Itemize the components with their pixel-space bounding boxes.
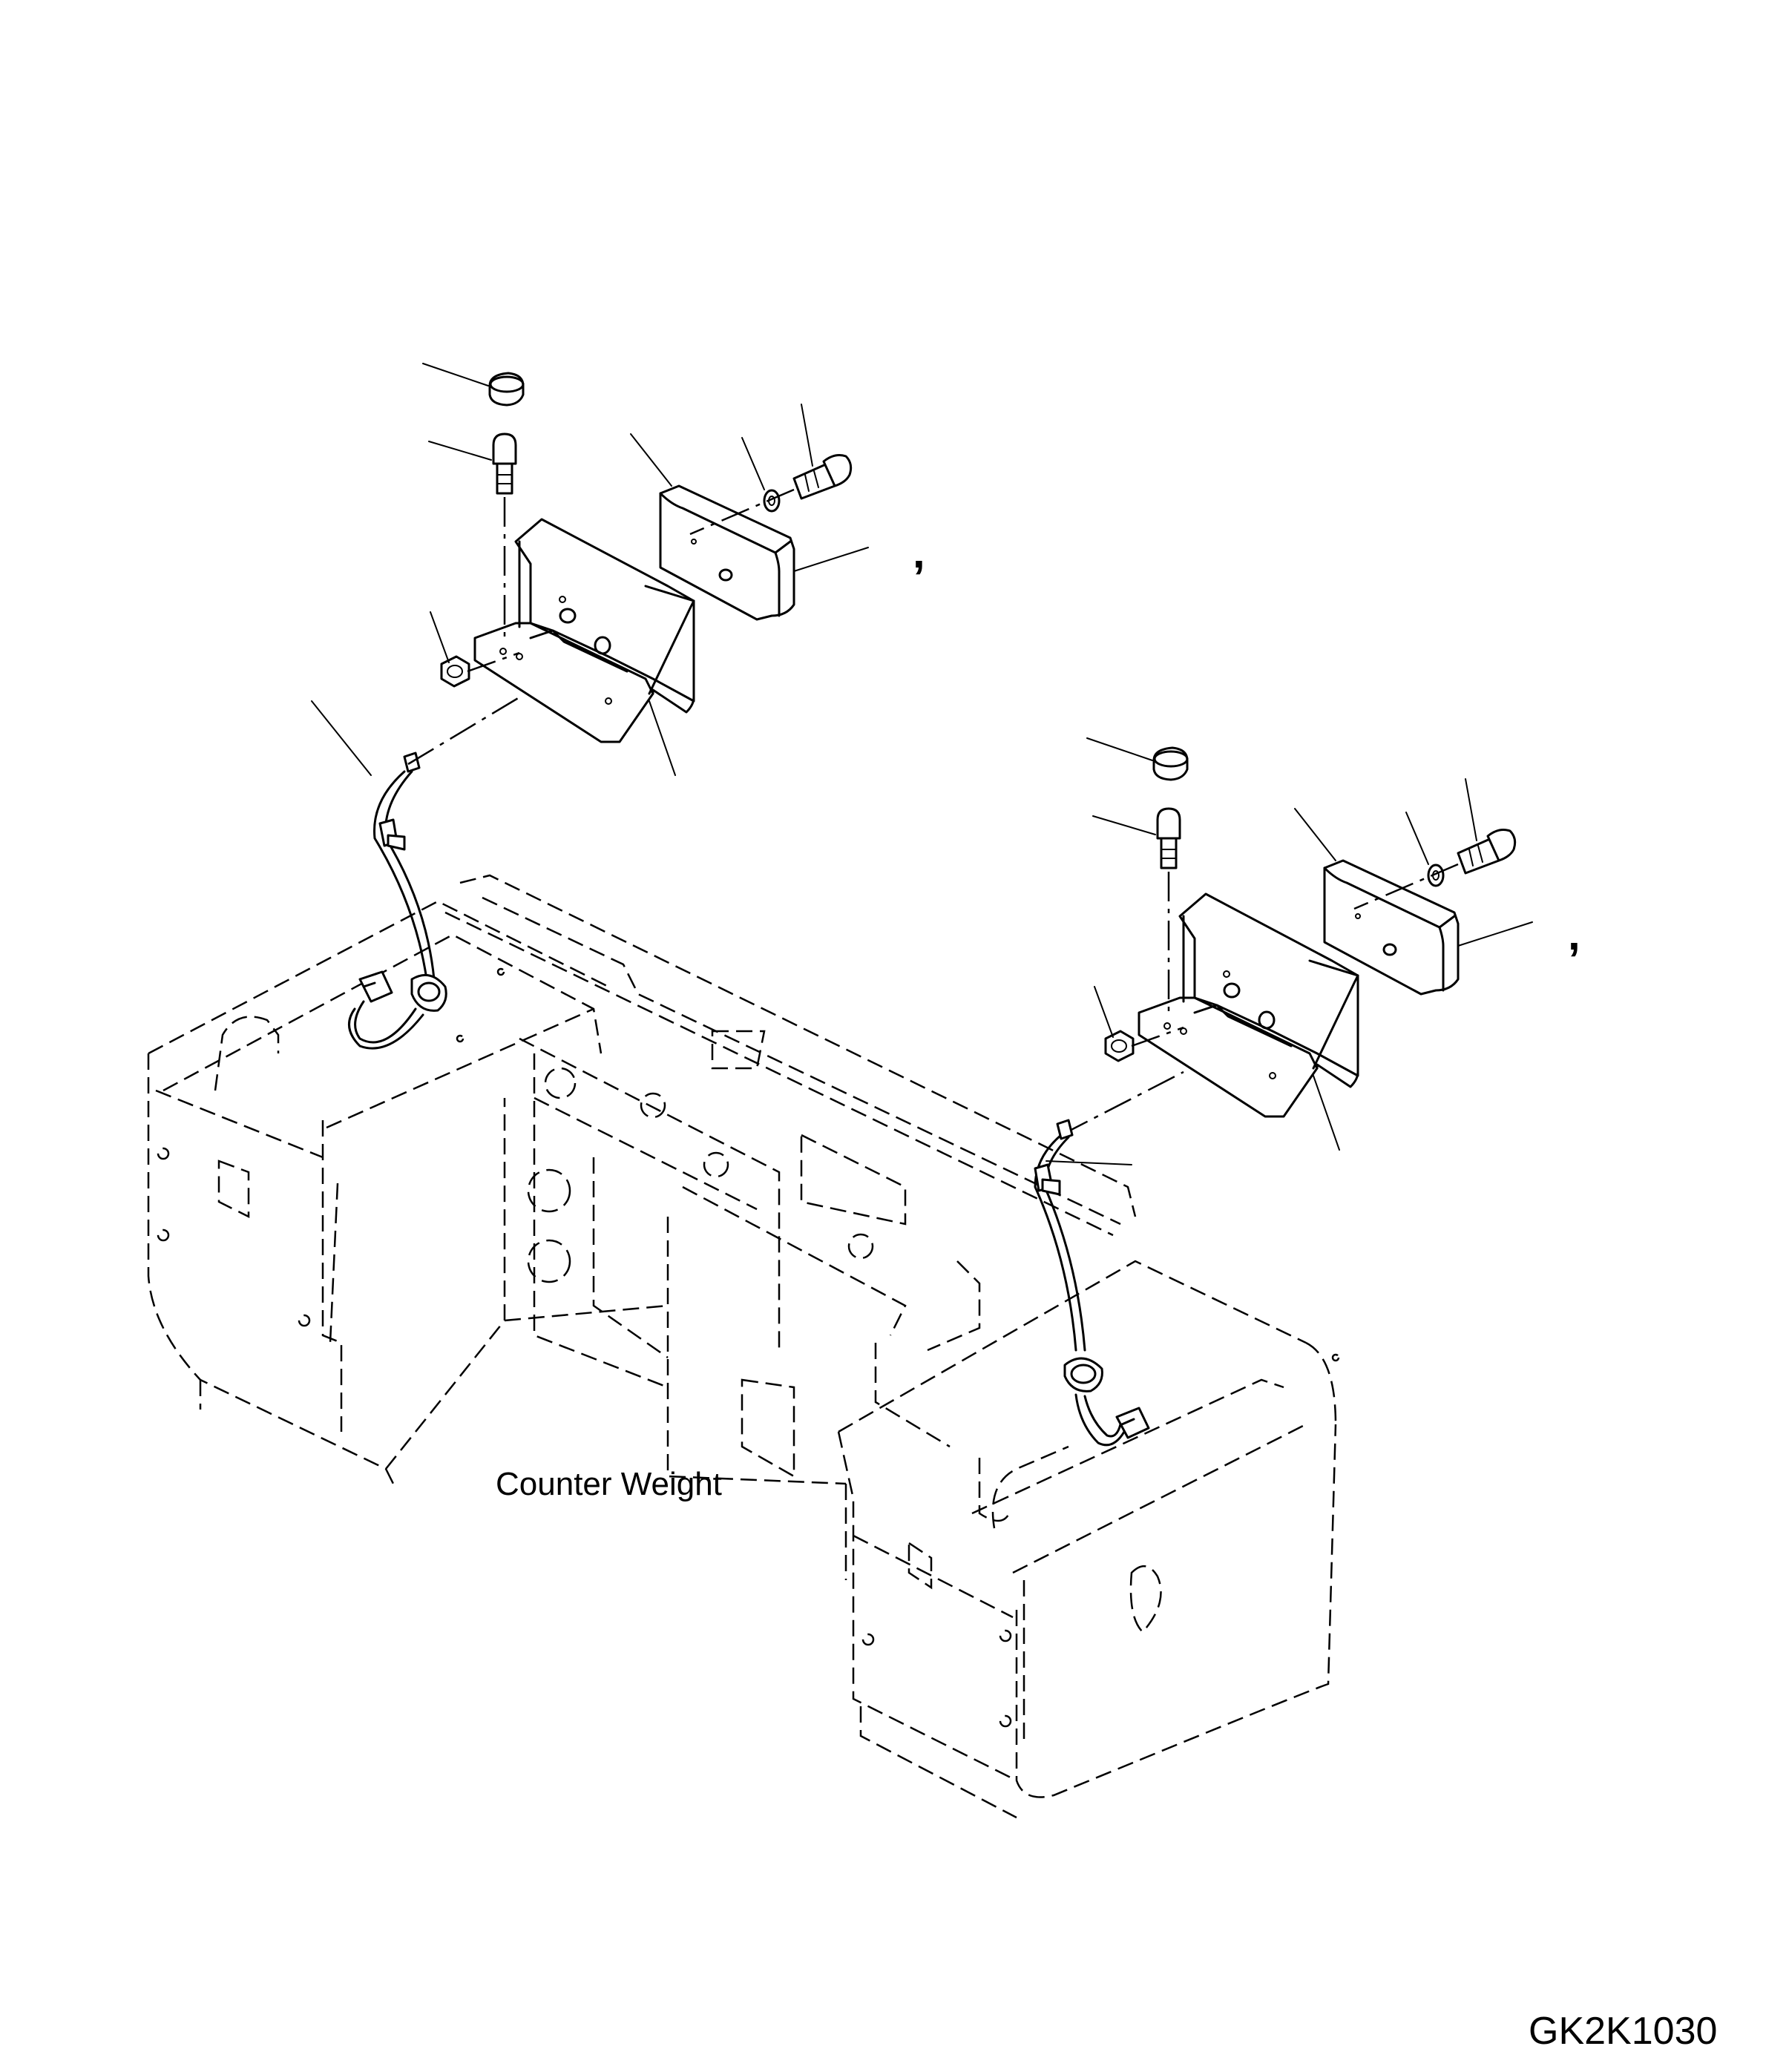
right-bracket-assembly: [1060, 737, 1533, 1151]
left-horizontal-bolt-icon: [792, 454, 853, 500]
right-nut-icon: [1104, 1030, 1135, 1062]
right-horizontal-bolt-icon: [1457, 829, 1517, 875]
right-mounting-bracket: [1138, 892, 1359, 1118]
counter-weight-body: [147, 874, 1337, 1819]
right-leader-lines: [1086, 737, 1533, 1151]
counter-weight-label: Counter Weight: [496, 1466, 722, 1502]
counter-weight-bolt-holes: [157, 967, 1340, 1728]
left-bracket-assembly: [311, 363, 869, 1050]
left-washer-icon: [763, 489, 781, 513]
left-assembly-centerlines: [407, 488, 795, 766]
drawing-number: GK2K1030: [1529, 2010, 1717, 2053]
left-wiring-harness: [348, 751, 447, 1050]
left-leader-lines: [311, 363, 869, 776]
right-wiring-harness: [1034, 1119, 1150, 1447]
right-washer-icon: [1427, 864, 1445, 887]
right-vertical-bolt-icon: [1156, 807, 1181, 869]
right-reflector-block: [1323, 859, 1460, 996]
right-comma-mark: ,: [1568, 910, 1580, 959]
left-nut-icon: [440, 655, 470, 688]
left-cap-icon: [488, 372, 525, 407]
left-comma-mark: ,: [913, 527, 925, 577]
right-assembly-centerlines: [1060, 863, 1459, 1137]
left-vertical-bolt-icon: [492, 433, 517, 495]
left-reflector-block: [659, 484, 795, 621]
right-cap-icon: [1152, 746, 1189, 781]
left-mounting-bracket: [473, 518, 695, 743]
